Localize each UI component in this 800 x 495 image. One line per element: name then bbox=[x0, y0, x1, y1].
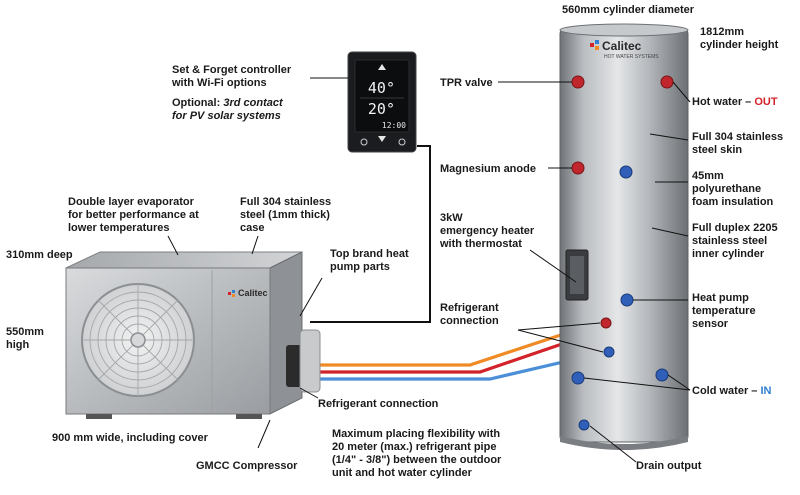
leader-heater bbox=[529, 249, 577, 283]
leader-compressor bbox=[257, 419, 271, 449]
refrigerant-out-fitting bbox=[603, 346, 615, 358]
label-tpr-valve: TPR valve bbox=[440, 77, 493, 89]
refrigerant-in-fitting bbox=[600, 317, 612, 329]
label-refrigerant-tank: Refrigerant connection bbox=[440, 302, 499, 327]
controller-screen bbox=[354, 59, 410, 133]
controller-up-icon bbox=[378, 64, 386, 70]
refrigerant-pipe-orange bbox=[298, 320, 601, 367]
label-cold-water-in: Cold water – IN bbox=[692, 385, 772, 397]
label-inner-cylinder: Full duplex 2205 stainless steel inner c… bbox=[692, 222, 778, 260]
cylinder-brand-logo bbox=[590, 40, 599, 50]
leader-inner bbox=[651, 227, 689, 237]
label-sensor: Heat pump temperature sensor bbox=[692, 292, 756, 330]
cylinder-brand-name: Calitec bbox=[602, 39, 642, 53]
unit-brand-name: Calitec bbox=[238, 288, 268, 298]
leader-evaporator bbox=[167, 235, 179, 256]
controller-temp-bottom: 20° bbox=[368, 100, 395, 118]
leader-top-brand bbox=[299, 277, 323, 317]
cylinder-top bbox=[559, 23, 689, 37]
leader-refrigerant-a bbox=[517, 322, 601, 331]
controller-device: 40° 20° 12:00 bbox=[347, 51, 417, 153]
label-cylinder-diameter: 560mm cylinder diameter bbox=[562, 4, 695, 16]
controller-temp-top: 40° bbox=[368, 79, 395, 97]
sensor-fitting bbox=[620, 293, 634, 307]
label-anode: Magnesium anode bbox=[440, 163, 536, 175]
label-steel-case: Full 304 stainless steel (1mm thick) cas… bbox=[240, 196, 332, 234]
label-refrigerant-unit: Refrigerant connection bbox=[318, 398, 439, 410]
unit-side-face bbox=[269, 251, 303, 415]
cold-in-fitting-left bbox=[571, 371, 585, 385]
tpr-valve-fitting bbox=[571, 75, 585, 89]
label-heater: 3kW emergency heater with thermostat bbox=[440, 212, 535, 250]
label-top-brand: Top brand heat pump parts bbox=[330, 248, 409, 273]
cold-in-fitting-right bbox=[655, 368, 669, 382]
label-drain: Drain output bbox=[636, 460, 702, 472]
label-steel-skin: Full 304 stainless steel skin bbox=[692, 131, 784, 156]
unit-foot-right bbox=[236, 414, 262, 419]
leader-hot-out bbox=[672, 81, 691, 103]
leader-refrigerant-b bbox=[517, 329, 604, 353]
leader-cold-b bbox=[667, 374, 691, 391]
foam-fitting bbox=[619, 165, 633, 179]
leader-skin bbox=[649, 133, 689, 141]
unit-brand-logo bbox=[228, 290, 235, 297]
label-unit-width: 900 mm wide, including cover bbox=[52, 432, 208, 444]
controller-power-icon bbox=[360, 138, 368, 146]
label-cylinder-height: 1812mm cylinder height bbox=[700, 26, 779, 51]
label-evaporator: Double layer evaporator for better perfo… bbox=[68, 196, 199, 234]
unit-top-face bbox=[65, 251, 303, 269]
label-foam: 45mm polyurethane foam insulation bbox=[692, 170, 774, 208]
label-unit-height: 550mm high bbox=[6, 326, 44, 351]
leader-cold-a bbox=[583, 377, 691, 391]
fan-hub bbox=[130, 332, 146, 348]
cylinder-bottom bbox=[560, 436, 688, 450]
cylinder-brand-tagline: HOT WATER SYSTEMS bbox=[604, 54, 659, 60]
leader-lines bbox=[167, 77, 691, 463]
heat-pump-unit bbox=[65, 251, 321, 419]
leader-steel-case bbox=[251, 235, 259, 255]
controller-down-icon bbox=[378, 136, 386, 142]
hot-water-cylinder bbox=[559, 23, 689, 450]
leader-drain bbox=[589, 425, 637, 463]
label-hot-water-out: Hot water – OUT bbox=[692, 96, 778, 108]
anode-fitting bbox=[571, 161, 585, 175]
leader-refrigerant-unit bbox=[299, 387, 319, 399]
label-compressor: GMCC Compressor bbox=[196, 460, 298, 472]
drain-fitting bbox=[578, 419, 590, 431]
label-controller: Set & Forget controller with Wi-Fi optio… bbox=[172, 64, 292, 89]
controller-menu-icon bbox=[398, 138, 406, 146]
controller-cable bbox=[310, 145, 431, 323]
unit-foot-left bbox=[86, 414, 112, 419]
label-pipe-flexibility: Maximum placing flexibility with 20 mete… bbox=[332, 428, 502, 479]
hot-out-fitting bbox=[660, 75, 674, 89]
label-depth: 310mm deep bbox=[6, 249, 73, 261]
label-optional-pv: Optional: 3rd contact for PV solar syste… bbox=[172, 97, 283, 122]
controller-clock: 12:00 bbox=[382, 121, 406, 130]
